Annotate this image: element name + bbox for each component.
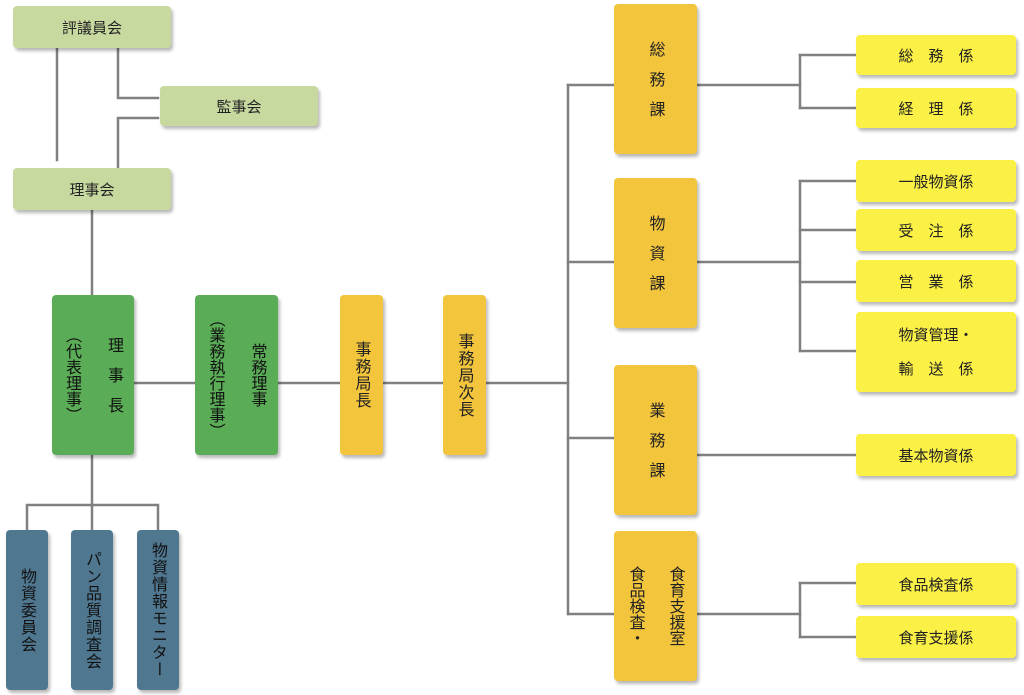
- section-food-inspection-box: 食育支援室 食品検査・: [614, 531, 697, 681]
- unit-general-materials-box: 一般物資係: [856, 160, 1016, 202]
- chairman-note: （代表理事）: [63, 327, 82, 423]
- executive-title: 常務理事: [248, 343, 268, 407]
- committee-materials-box: 物資委員会: [6, 530, 48, 690]
- executive-director-box: 常務理事 （業務執行理事）: [195, 295, 278, 455]
- deputy-secretary-general-box: 事務局次長: [443, 295, 486, 455]
- chairman-title: 理事長: [105, 337, 124, 427]
- unit-food-education-label: 食育支援係: [898, 628, 974, 647]
- unit-food-inspection-box: 食品検査係: [856, 563, 1016, 605]
- unit-general-materials-label: 一般物資係: [898, 172, 974, 191]
- committee-info-monitor-box: 物資情報モニター: [137, 530, 179, 690]
- unit-general-affairs-label: 総 務 係: [898, 46, 974, 65]
- chairman-text: 理事長 （代表理事）: [60, 323, 126, 427]
- secretary-general-label: 事務局長: [352, 341, 372, 409]
- unit-logistics-line2: 輸 送 係: [898, 360, 974, 378]
- unit-food-inspection-label: 食品検査係: [898, 575, 974, 594]
- executive-note: （業務執行理事）: [206, 311, 226, 439]
- council-box: 評議員会: [13, 6, 171, 48]
- committee-bread-quality-box: パン品質調査会: [71, 530, 113, 690]
- section-general-affairs-box: 総務課: [614, 4, 697, 154]
- section-materials-label: 物資課: [646, 215, 666, 305]
- section-operations-box: 業務課: [614, 365, 697, 515]
- committee-materials-label: 物資委員会: [18, 567, 37, 653]
- unit-sales-box: 営 業 係: [856, 260, 1016, 302]
- section-food-inspection-text: 食育支援室 食品検査・: [624, 566, 688, 646]
- unit-basic-materials-label: 基本物資係: [898, 446, 974, 465]
- committee-info-monitor-label: 物資情報モニター: [149, 542, 168, 678]
- unit-accounting-label: 経 理 係: [898, 99, 974, 118]
- unit-orders-box: 受 注 係: [856, 209, 1016, 251]
- board-label: 理事会: [69, 180, 115, 199]
- unit-food-education-box: 食育支援係: [856, 616, 1016, 658]
- section-food-inspection-line2: 食品検査・: [626, 566, 646, 646]
- secretary-general-box: 事務局長: [340, 295, 383, 455]
- auditors-box: 監事会: [160, 86, 318, 126]
- section-general-affairs-label: 総務課: [646, 41, 666, 131]
- committee-bread-quality-label: パン品質調査会: [83, 550, 102, 670]
- unit-orders-label: 受 注 係: [898, 221, 974, 240]
- section-materials-box: 物資課: [614, 178, 697, 328]
- chairman-box: 理事長 （代表理事）: [52, 295, 134, 455]
- unit-basic-materials-box: 基本物資係: [856, 434, 1016, 476]
- unit-general-affairs-box: 総 務 係: [856, 35, 1016, 75]
- unit-logistics-line1: 物資管理・: [898, 326, 974, 344]
- deputy-secretary-general-label: 事務局次長: [455, 332, 475, 418]
- section-food-inspection-line1: 食育支援室: [666, 566, 686, 646]
- section-operations-label: 業務課: [646, 402, 666, 492]
- board-box: 理事会: [13, 168, 171, 210]
- unit-accounting-box: 経 理 係: [856, 88, 1016, 128]
- unit-logistics-box: 物資管理・ 輸 送 係: [856, 312, 1016, 392]
- council-label: 評議員会: [61, 18, 122, 37]
- executive-director-text: 常務理事 （業務執行理事）: [204, 311, 270, 439]
- unit-sales-label: 営 業 係: [898, 272, 974, 291]
- auditors-label: 監事会: [216, 97, 262, 116]
